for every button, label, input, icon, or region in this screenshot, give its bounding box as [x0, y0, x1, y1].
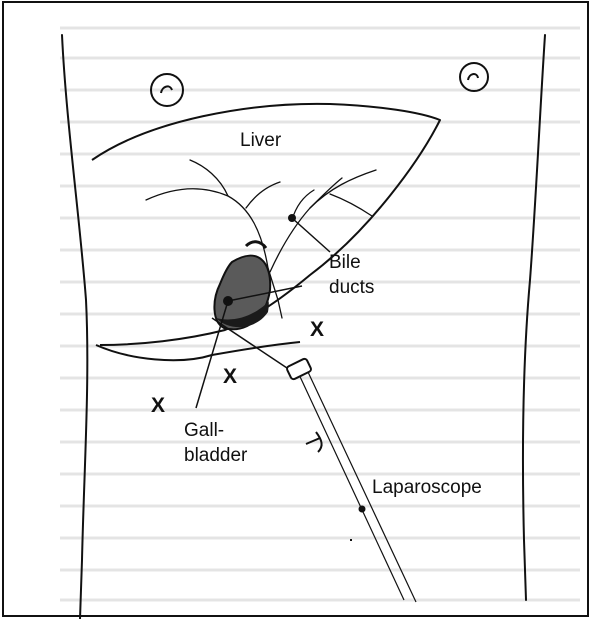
incision-marker: X: [310, 318, 324, 341]
liver-label: Liver: [240, 130, 282, 151]
bile-ducts-label-line1: Bile: [329, 252, 361, 273]
frame-border: [3, 2, 588, 616]
incision-marker: X: [223, 365, 237, 388]
gallbladder-label-line2: bladder: [184, 445, 248, 466]
incision-marker: X: [151, 394, 165, 417]
background-text-bleed: [60, 28, 580, 600]
laparoscope-label: Laparoscope: [372, 477, 482, 498]
bile-ducts-label-line2: ducts: [329, 277, 374, 298]
laparoscope-point: [359, 506, 366, 513]
gallbladder-label-line1: Gall-: [184, 420, 224, 441]
nipples: [151, 63, 488, 106]
